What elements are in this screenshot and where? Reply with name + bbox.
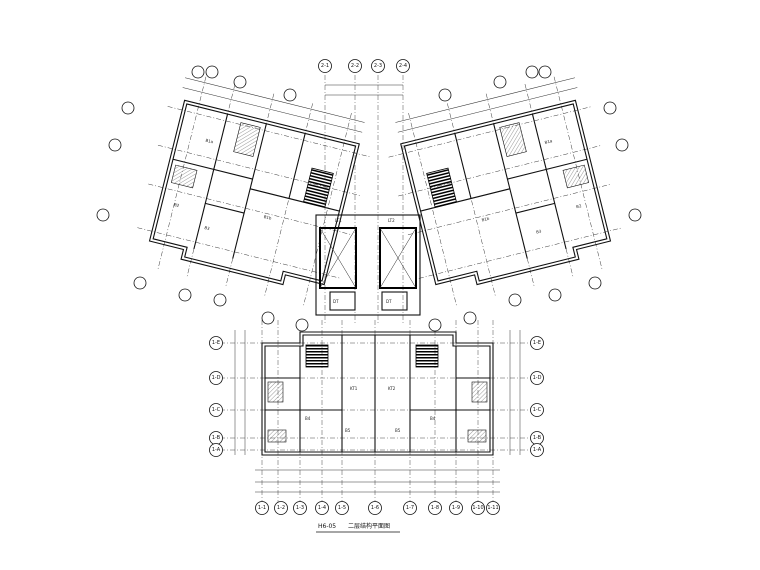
svg-text:B1b: B1b: [481, 216, 490, 223]
svg-text:B5: B5: [395, 428, 401, 433]
svg-text:KT2: KT2: [388, 386, 396, 391]
axis-bubble-right-5-circle: [530, 443, 544, 457]
svg-text:LT1: LT1: [335, 218, 342, 223]
svg-text:B2: B2: [174, 202, 181, 208]
axis-bubble-bottom-10-label: 1-10: [472, 505, 483, 511]
axis-bubble-bottom-2-label: 1-2: [277, 505, 285, 511]
axis-bubble-bottom-10-circle: [471, 501, 485, 515]
axis-bubble-left-3-label: 1-C: [212, 407, 221, 413]
axis-bubble-bottom-4-circle: [315, 501, 329, 515]
axis-bubble-left-5-circle: [209, 443, 223, 457]
left-axis-bubbles: 1-E 1-D 1-C 1-B 1-A: [209, 336, 223, 457]
axis-bubble-bottom-4-label: 1-4: [318, 505, 326, 511]
axis-bubble-top-3-circle: [371, 59, 385, 73]
axis-bubble-bottom-3-circle: [293, 501, 307, 515]
axis-bubble-left-1-circle: [209, 336, 223, 350]
svg-text:B1a: B1a: [544, 138, 553, 145]
axis-bubble-bottom-1-label: 1-1: [258, 505, 266, 511]
right-axis-bubbles: 1-E 1-D 1-C 1-B 1-A: [530, 336, 544, 457]
axis-bubble-bottom-8-label: 1-8: [431, 505, 439, 511]
svg-text:DT: DT: [386, 299, 392, 304]
lower-block: KT1 KT2 B4 B4 B5 B5: [220, 320, 535, 505]
left-wing: B1a B1b B3 B2: [137, 76, 372, 306]
svg-text:B1a: B1a: [205, 138, 214, 145]
axis-bubble-bottom-6-label: 1-6: [371, 505, 379, 511]
bottom-axis-bubbles: 1-1 1-2 1-3 1-4 1-5 1-6 1-7 1-8 1-9 1-10 1-11: [255, 501, 500, 515]
axis-bubble-bottom-11-label: 1-11: [487, 505, 498, 511]
axis-bubble-right-1-circle: [530, 336, 544, 350]
drawing-code: H6-05: [318, 523, 336, 530]
axis-bubble-right-5-label: 1-A: [533, 447, 542, 453]
axis-bubble-right-2-label: 1-D: [533, 375, 542, 381]
axis-bubble-top-2-label: 2-2: [351, 63, 359, 69]
axis-bubble-bottom-7-label: 1-7: [406, 505, 414, 511]
svg-text:B5: B5: [345, 428, 351, 433]
axis-bubble-bottom-9-label: 1-9: [452, 505, 460, 511]
axis-bubble-top-4-label: 2-4: [399, 63, 407, 69]
axis-bubble-top-4-circle: [396, 59, 410, 73]
axis-bubble-left-5-label: 1-A: [212, 447, 221, 453]
axis-bubble-left-2-circle: [209, 371, 223, 385]
axis-bubble-bottom-5-label: 1-5: [338, 505, 346, 511]
axis-bubble-bottom-1-circle: [255, 501, 269, 515]
wing-axis-bubbles: [96, 65, 642, 332]
axis-bubble-bottom-9-circle: [449, 501, 463, 515]
axis-bubble-left-2-label: 1-D: [212, 375, 221, 381]
svg-text:LT2: LT2: [388, 218, 395, 223]
svg-text:B3: B3: [204, 225, 211, 231]
axis-bubble-right-2-circle: [530, 371, 544, 385]
svg-text:B1b: B1b: [263, 214, 272, 221]
axis-bubble-bottom-5-circle: [335, 501, 349, 515]
drawing-name: 二层结构平面图: [348, 522, 390, 530]
axis-bubble-bottom-11-circle: [486, 501, 500, 515]
axis-bubble-right-1-label: 1-E: [533, 340, 541, 346]
svg-text:B4: B4: [430, 416, 436, 421]
svg-text:KT1: KT1: [350, 386, 358, 391]
axis-bubble-right-3-circle: [530, 403, 544, 417]
axis-bubble-right-3-label: 1-C: [533, 407, 542, 413]
central-core: LT1 LT2 DT DT: [315, 75, 421, 325]
axis-bubble-left-4-label: 1-B: [212, 435, 221, 441]
axis-bubble-top-2-circle: [348, 59, 362, 73]
axis-bubble-top-1-label: 2-1: [321, 63, 329, 69]
svg-text:B3: B3: [536, 228, 543, 234]
axis-bubble-bottom-6-circle: [368, 501, 382, 515]
drawing-title: H6-05 二层结构平面图: [316, 522, 400, 533]
right-wing: B1a B1b B3 B2: [388, 76, 623, 306]
axis-bubble-right-4-label: 1-B: [533, 435, 542, 441]
svg-text:B2: B2: [576, 203, 583, 209]
axis-bubble-left-3-circle: [209, 403, 223, 417]
axis-bubble-top-3-label: 2-3: [374, 63, 382, 69]
svg-text:DT: DT: [333, 299, 339, 304]
axis-bubble-left-1-label: 1-E: [212, 340, 220, 346]
axis-bubble-bottom-7-circle: [403, 501, 417, 515]
axis-bubble-top-1-circle: [318, 59, 332, 73]
axis-bubble-bottom-2-circle: [274, 501, 288, 515]
top-axis-bubbles: 2-1 2-2 2-3 2-4: [318, 59, 410, 73]
axis-bubble-bottom-3-label: 1-3: [296, 505, 304, 511]
svg-text:B4: B4: [305, 416, 311, 421]
axis-bubble-bottom-8-circle: [428, 501, 442, 515]
